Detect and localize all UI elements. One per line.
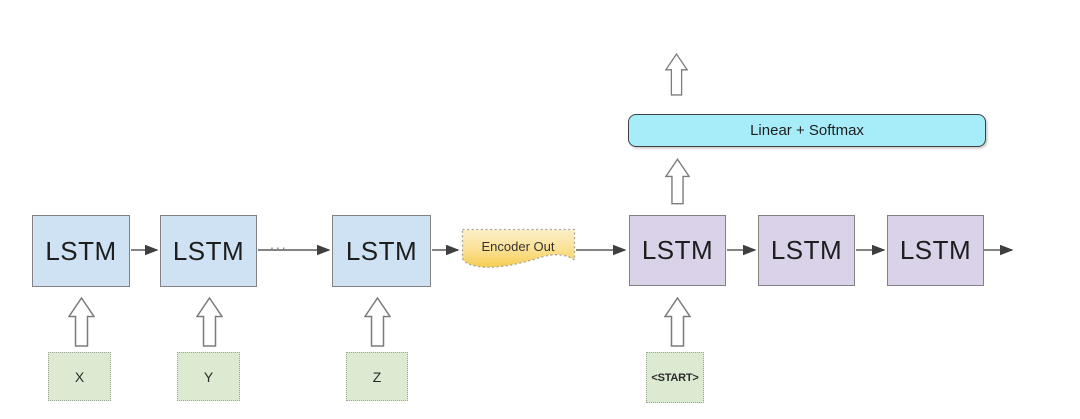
input-token-y-label: Y	[203, 368, 214, 385]
encoder-lstm-3-label: LSTM	[345, 235, 418, 266]
decoder-lstm-3: LSTM	[887, 215, 984, 286]
encoder-lstm-3: LSTM	[332, 215, 431, 287]
input-token-start-label: <START>	[651, 371, 699, 384]
input-token-y: Y	[177, 352, 240, 401]
decoder-lstm-2-label: LSTM	[770, 235, 843, 265]
encoder-ellipsis: ...	[270, 236, 288, 252]
encoder-out-shape	[461, 228, 576, 268]
input-token-x-label: X	[74, 368, 85, 385]
encoder-lstm-1-label: LSTM	[45, 235, 117, 266]
up-arrow-input-z	[364, 297, 391, 347]
up-arrow-decoder-to-softmax	[665, 158, 690, 205]
encoder-out-label: Encoder Out	[481, 238, 555, 254]
decoder-lstm-3-label: LSTM	[899, 235, 972, 265]
input-token-z-label: Z	[372, 368, 382, 385]
linear-softmax-label: Linear + Softmax	[750, 122, 864, 139]
input-token-x: X	[48, 352, 111, 401]
up-arrow-input-x	[68, 297, 95, 347]
encoder-out-tape-path	[461, 228, 576, 268]
up-arrow-input-y	[196, 297, 223, 347]
encoder-lstm-2-label: LSTM	[172, 235, 245, 266]
decoder-lstm-1: LSTM	[629, 215, 726, 286]
decoder-lstm-2: LSTM	[758, 215, 855, 286]
input-token-z: Z	[346, 352, 408, 401]
up-arrow-input-start	[664, 297, 691, 347]
encoder-lstm-1: LSTM	[32, 215, 130, 287]
up-arrow-softmax-output	[665, 52, 688, 96]
input-token-start: <START>	[646, 352, 704, 403]
decoder-lstm-1-label: LSTM	[641, 235, 714, 265]
encoder-lstm-2: LSTM	[160, 215, 257, 287]
linear-softmax-box: Linear + Softmax	[628, 114, 986, 147]
